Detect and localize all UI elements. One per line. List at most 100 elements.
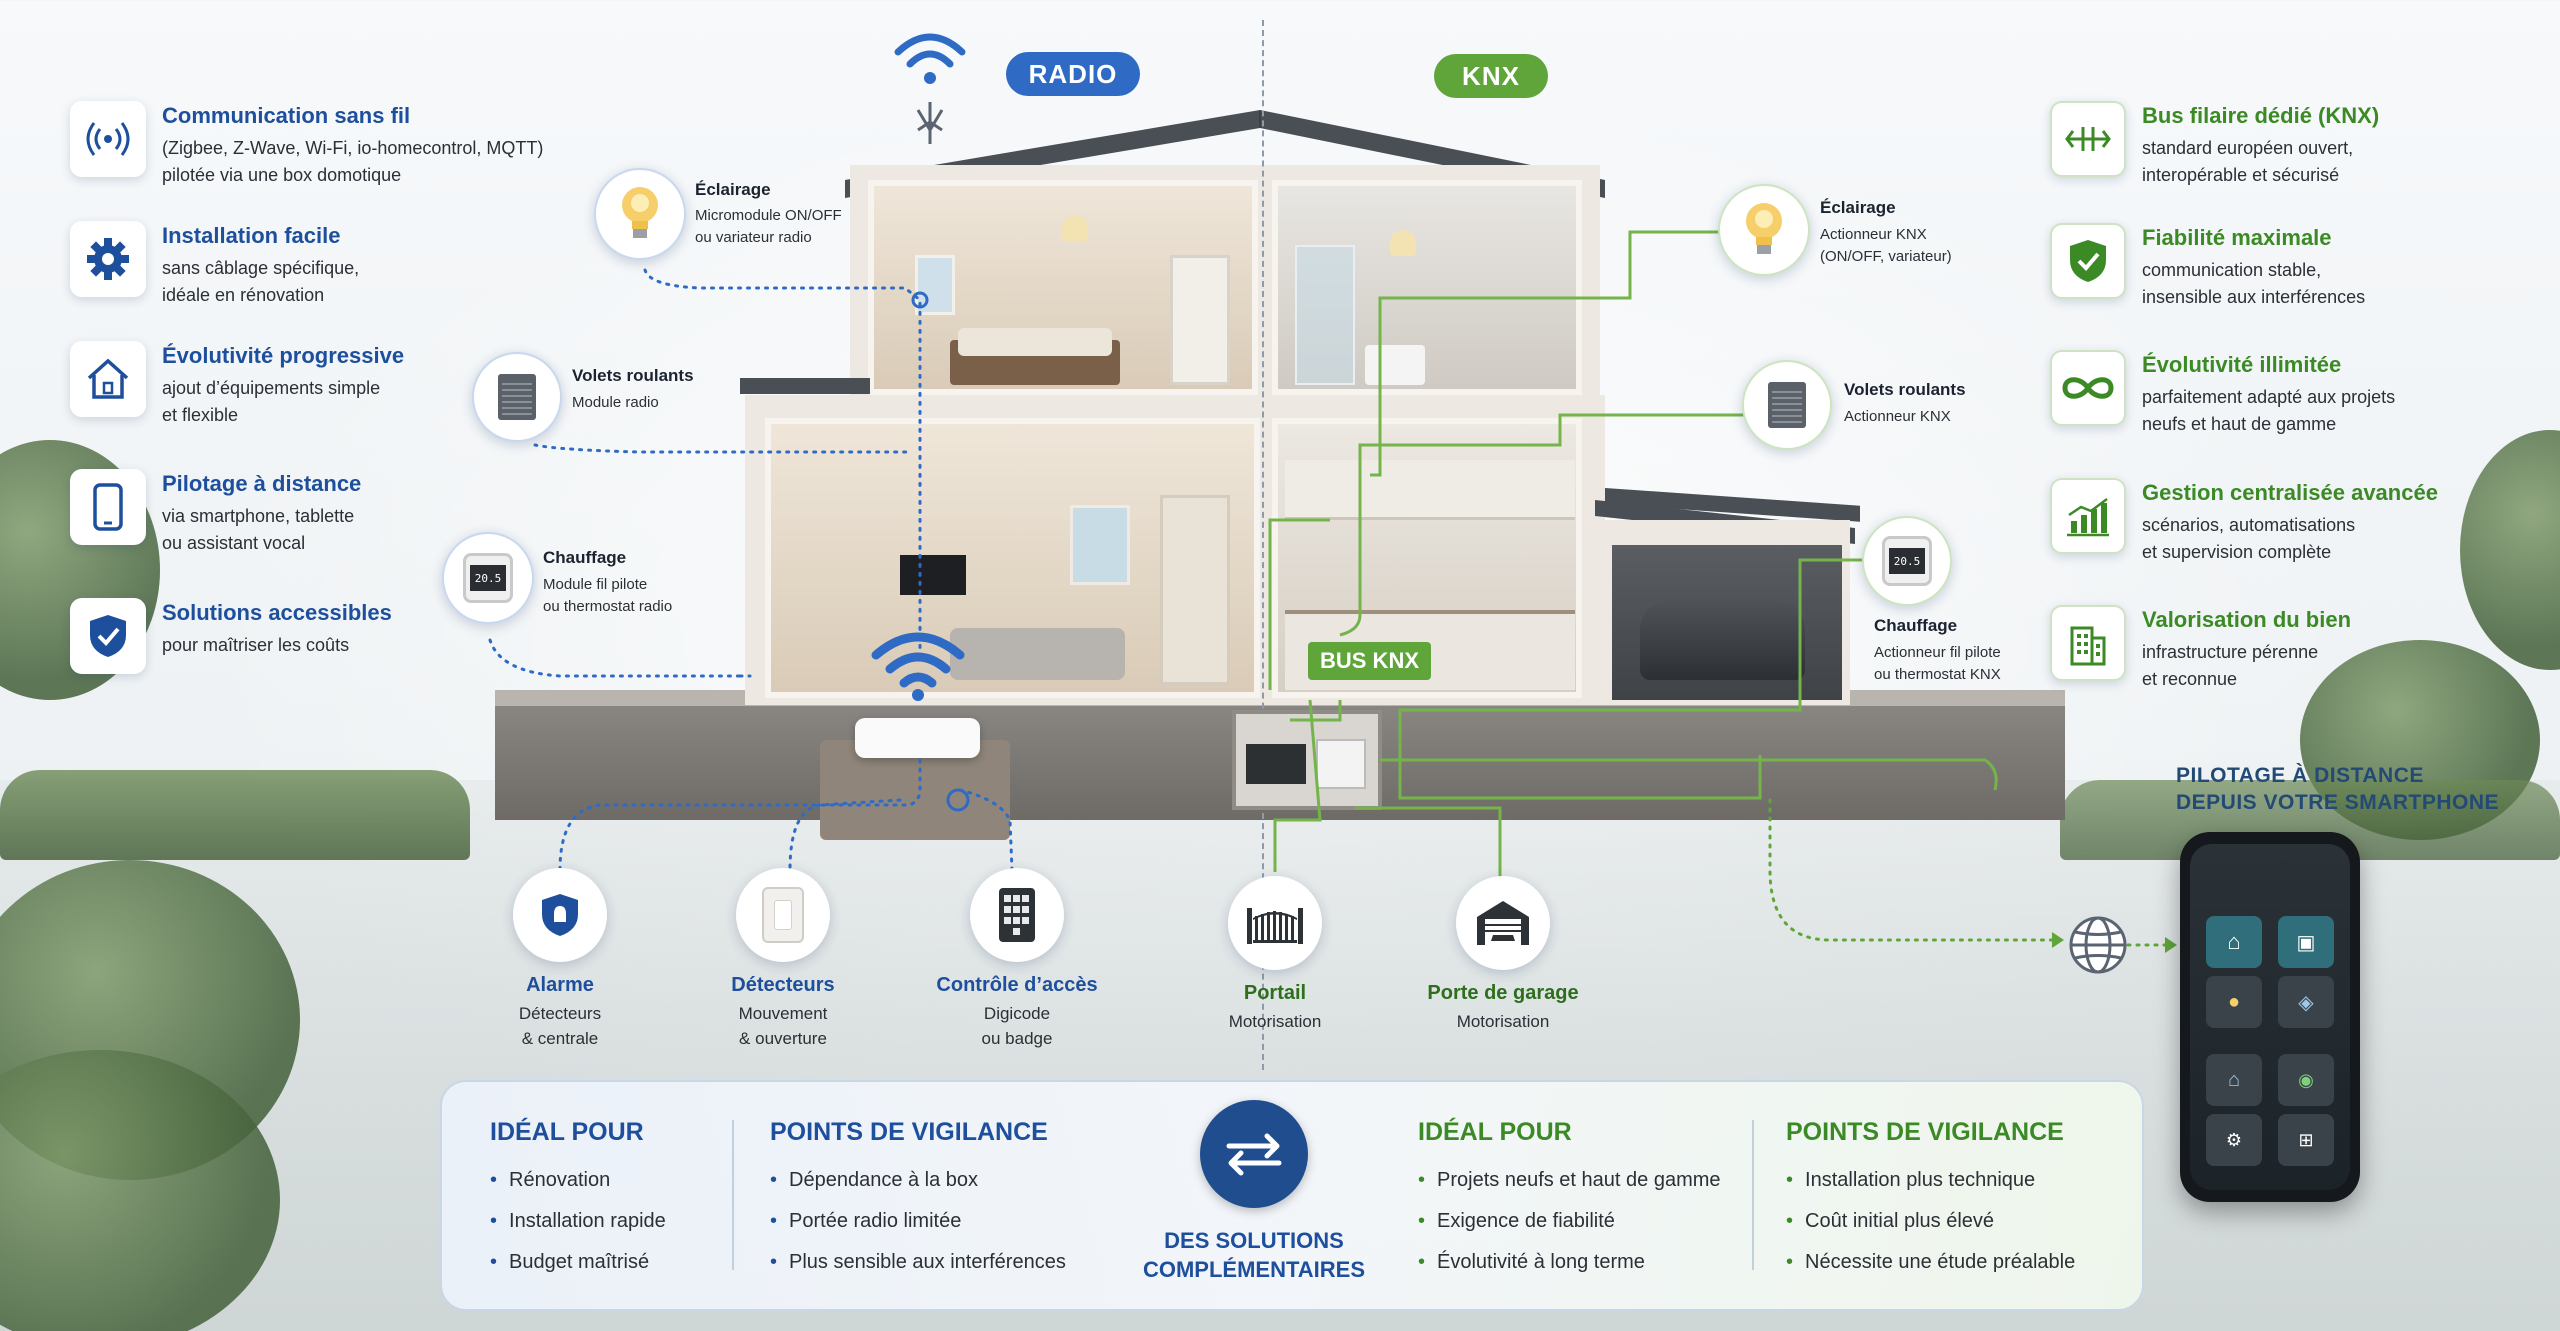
antenna-wifi-icon bbox=[894, 33, 966, 144]
globe-icon bbox=[2069, 916, 2127, 974]
radio-shutter-title: Volets roulants bbox=[572, 366, 694, 385]
list-item: Portée radio limitée bbox=[770, 1201, 1066, 1242]
light-bulb-icon bbox=[1746, 203, 1782, 254]
feature-communication-sans-fil: Communication sans fil (Zigbee, Z-Wave, … bbox=[70, 101, 590, 201]
feature-title: Communication sans fil bbox=[162, 103, 411, 128]
device-title: Détecteurs bbox=[731, 974, 835, 996]
radio-vigilance-list: Dépendance à la box Portée radio limitée… bbox=[770, 1160, 1066, 1283]
device-controle-acces: Contrôle d’accès Digicode ou badge bbox=[912, 868, 1122, 1051]
feature-title: Pilotage à distance bbox=[162, 471, 362, 496]
comparison-panel: IDÉAL POUR Rénovation Installation rapid… bbox=[440, 1080, 2144, 1311]
list-item: Rénovation bbox=[490, 1160, 666, 1201]
feature-desc: infrastructure pérenne et reconnue bbox=[2142, 642, 2319, 689]
living-window bbox=[1070, 505, 1130, 585]
smartphone-icon bbox=[70, 469, 146, 545]
device-desc: Motorisation bbox=[1456, 1012, 1550, 1031]
list-item: Budget maîtrisé bbox=[490, 1242, 666, 1283]
radio-lighting-desc: Micromodule ON/OFF ou variateur radio bbox=[695, 207, 842, 246]
device-porte-garage: Porte de garage Motorisation bbox=[1398, 876, 1608, 1034]
feature-evolutivite-progressive: Évolutivité progressive ajout d’équipeme… bbox=[70, 341, 590, 441]
list-item: Nécessite une étude préalable bbox=[1786, 1242, 2075, 1283]
roller-shutter-icon bbox=[1768, 382, 1806, 428]
pendant-lamp-2 bbox=[1390, 230, 1416, 256]
gate-icon bbox=[1228, 876, 1322, 970]
shield-alarm-icon bbox=[513, 868, 607, 962]
kitchen-cabinets bbox=[1285, 460, 1575, 520]
center-line-2: COMPLÉMENTAIRES bbox=[1142, 1257, 1366, 1282]
living-tv bbox=[900, 555, 966, 595]
device-alarme: Alarme Détecteurs & centrale bbox=[455, 868, 665, 1051]
house-roof bbox=[845, 110, 1605, 198]
hedge-left bbox=[0, 770, 470, 860]
panel-divider bbox=[732, 1120, 734, 1270]
bus-arrows-icon bbox=[2050, 101, 2126, 177]
feature-desc: pour maîtriser les coûts bbox=[162, 635, 350, 655]
roller-shutter-icon bbox=[498, 374, 536, 420]
bedroom-door bbox=[1170, 255, 1230, 385]
radio-heating-title: Chauffage bbox=[543, 548, 627, 567]
device-desc: Motorisation bbox=[1228, 1012, 1322, 1031]
living-sofa bbox=[950, 628, 1125, 680]
feature-gestion-centralisee: Gestion centralisée avancée scénarios, a… bbox=[2050, 478, 2560, 578]
radio-pill: RADIO bbox=[1006, 52, 1140, 96]
panel-divider bbox=[1752, 1120, 1754, 1270]
feature-fiabilite-maximale: Fiabilité maximale communication stable,… bbox=[2050, 223, 2560, 323]
center-divider bbox=[1262, 20, 1264, 1070]
app-tile-status[interactable]: ◉ bbox=[2278, 1054, 2334, 1106]
feature-title: Évolutivité progressive bbox=[162, 343, 405, 368]
knx-shutter-device bbox=[1742, 360, 1832, 450]
radio-lighting-title: Éclairage bbox=[695, 180, 771, 199]
radio-shutter-desc: Module radio bbox=[572, 394, 659, 411]
thermostat-display: 20.5 bbox=[470, 565, 506, 591]
knx-lighting-desc: Actionneur KNX (ON/OFF, variateur) bbox=[1820, 226, 1952, 265]
car bbox=[1640, 600, 1805, 680]
thermostat-icon: 20.5 bbox=[463, 553, 513, 603]
box-wifi-icon bbox=[871, 632, 965, 701]
feature-title: Solutions accessibles bbox=[162, 600, 392, 625]
smartphone: ⌂ ▣ ● ◈ ⌂ ◉ ⚙ ⊞ bbox=[2180, 832, 2360, 1202]
app-tile-settings[interactable]: ⚙ bbox=[2206, 1114, 2262, 1166]
device-title: Contrôle d’accès bbox=[936, 974, 1098, 996]
thermostat-display: 20.5 bbox=[1889, 548, 1925, 574]
smartphone-screen: ⌂ ▣ ● ◈ ⌂ ◉ ⚙ ⊞ bbox=[2190, 844, 2350, 1190]
thermostat-icon: 20.5 bbox=[1882, 536, 1932, 586]
app-tile-security[interactable]: ◈ bbox=[2278, 976, 2334, 1028]
knx-vigilance-list: Installation plus technique Coût initial… bbox=[1786, 1160, 2075, 1283]
radio-node-upper bbox=[911, 291, 929, 309]
knx-heating-desc: Actionneur fil pilote ou thermostat KNX bbox=[1874, 644, 2001, 683]
feature-title: Bus filaire dédié (KNX) bbox=[2142, 103, 2380, 128]
feature-title: Évolutivité illimitée bbox=[2142, 352, 2342, 377]
feature-desc: ajout d’équipements simple et flexible bbox=[162, 378, 381, 425]
keypad-icon bbox=[970, 868, 1064, 962]
box-domotique[interactable] bbox=[855, 718, 980, 758]
feature-valorisation-du-bien: Valorisation du bien infrastructure pére… bbox=[2050, 605, 2560, 705]
device-title: Alarme bbox=[526, 974, 594, 996]
list-item: Exigence de fiabilité bbox=[1418, 1201, 1721, 1242]
feature-desc: via smartphone, tablette ou assistant vo… bbox=[162, 506, 355, 553]
radio-ideal-title: IDÉAL POUR bbox=[490, 1118, 644, 1146]
knx-shutter-title: Volets roulants bbox=[1844, 380, 1966, 399]
bathroom-shower bbox=[1295, 245, 1355, 385]
knx-heating-device: 20.5 bbox=[1862, 516, 1952, 606]
feature-evolutivite-illimitee: Évolutivité illimitée parfaitement adapt… bbox=[2050, 350, 2560, 450]
bus-knx-label: BUS KNX bbox=[1308, 642, 1432, 680]
device-title: Porte de garage bbox=[1427, 982, 1579, 1004]
feature-desc: communication stable, insensible aux int… bbox=[2142, 260, 2366, 307]
app-tile-house[interactable]: ⌂ bbox=[2206, 1054, 2262, 1106]
app-tile-home[interactable]: ⌂ bbox=[2206, 916, 2262, 968]
house-icon bbox=[70, 341, 146, 417]
device-desc: Mouvement & ouverture bbox=[738, 1004, 828, 1048]
bathroom-vanity bbox=[1365, 345, 1425, 385]
gear-icon bbox=[70, 221, 146, 297]
device-desc: Détecteurs & centrale bbox=[518, 1004, 602, 1048]
device-portail: Portail Motorisation bbox=[1170, 876, 1380, 1034]
app-tile-more[interactable]: ⊞ bbox=[2278, 1114, 2334, 1166]
feature-desc: parfaitement adapté aux projets neufs et… bbox=[2142, 387, 2396, 434]
radio-lighting-device bbox=[594, 168, 686, 260]
feature-installation-facile: Installation facile sans câblage spécifi… bbox=[70, 221, 590, 321]
app-tile-scene[interactable]: ▣ bbox=[2278, 916, 2334, 968]
garage-icon bbox=[1456, 876, 1550, 970]
app-tile-lights[interactable]: ● bbox=[2206, 976, 2262, 1028]
complementary-solutions-label: DES SOLUTIONS COMPLÉMENTAIRES bbox=[1134, 1226, 1374, 1284]
knx-ideal-list: Projets neufs et haut de gamme Exigence … bbox=[1418, 1160, 1721, 1283]
